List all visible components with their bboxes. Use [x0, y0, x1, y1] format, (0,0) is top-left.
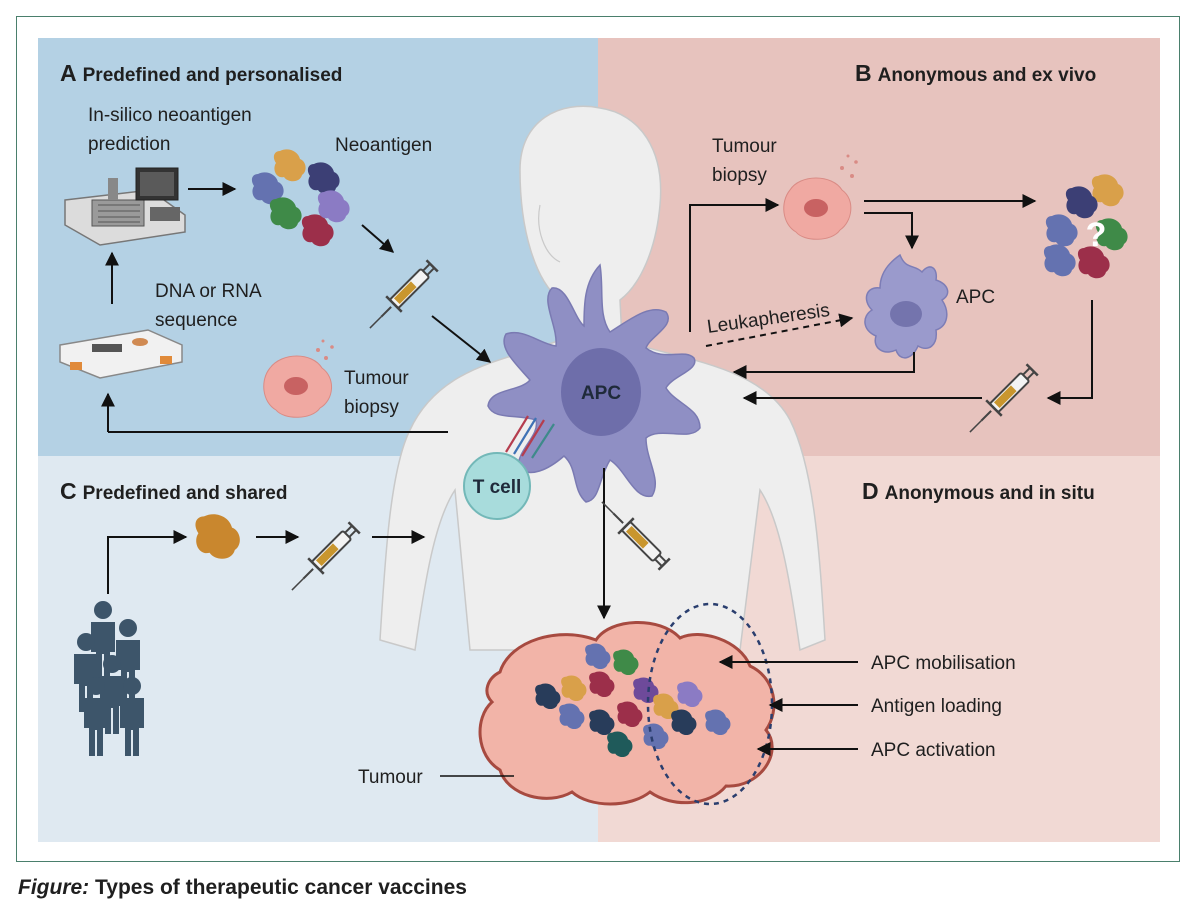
- neoantigen-label: Neoantigen: [335, 135, 432, 156]
- tumour-biopsy-icon-b: [783, 154, 858, 240]
- apc-mobilisation-label: APC mobilisation: [871, 653, 1016, 674]
- apc-center-label: APC: [581, 383, 621, 404]
- dna-label-line1: DNA or RNA: [155, 281, 262, 302]
- tumour-biopsy-label-b-line2: biopsy: [712, 165, 767, 186]
- tumour-label: Tumour: [358, 767, 423, 788]
- tumour-biopsy-icon-a: [263, 339, 334, 418]
- sequencer-icon: [59, 329, 183, 379]
- apc-cell-b: [864, 253, 949, 359]
- arrow-neoantigen-to-syringe: [361, 224, 395, 253]
- tumour-biopsy-label-b-line1: Tumour: [712, 136, 777, 157]
- question-mark: ?: [1086, 216, 1107, 254]
- t-cell-label: T cell: [473, 477, 522, 498]
- arrow-people-to-antigen: [107, 530, 188, 594]
- apc-b-label: APC: [956, 287, 995, 308]
- arrow-syringe-to-apc-a: [431, 315, 492, 363]
- tumour-biopsy-label-a-line1: Tumour: [344, 368, 409, 389]
- t-cell-receptors: [505, 415, 555, 459]
- t-cell: [463, 452, 531, 520]
- apc-activation-label: APC activation: [871, 740, 996, 761]
- arrow-leukapheresis: [705, 313, 854, 347]
- computer-workstation-icon: [64, 167, 186, 246]
- insilico-label-line1: In-silico neoantigen: [88, 105, 252, 126]
- antigen-loading-label: Antigen loading: [871, 696, 1002, 717]
- dna-label-line2: sequence: [155, 310, 237, 331]
- tumour-biopsy-label-a-line2: biopsy: [344, 397, 399, 418]
- figure-caption: Figure: Types of therapeutic cancer vacc…: [18, 876, 467, 900]
- arrow-body-to-tumour-biopsy-b: [689, 198, 780, 332]
- arrow-apc-b-to-body: [732, 352, 915, 379]
- arrow-antigens-to-syringe-b: [1046, 300, 1093, 405]
- arrow-biopsy-to-apc-b: [864, 212, 919, 250]
- insilico-label-line2: prediction: [88, 134, 170, 155]
- caption-label: Figure:: [18, 876, 90, 899]
- caption-text: Types of therapeutic cancer vaccines: [95, 876, 467, 899]
